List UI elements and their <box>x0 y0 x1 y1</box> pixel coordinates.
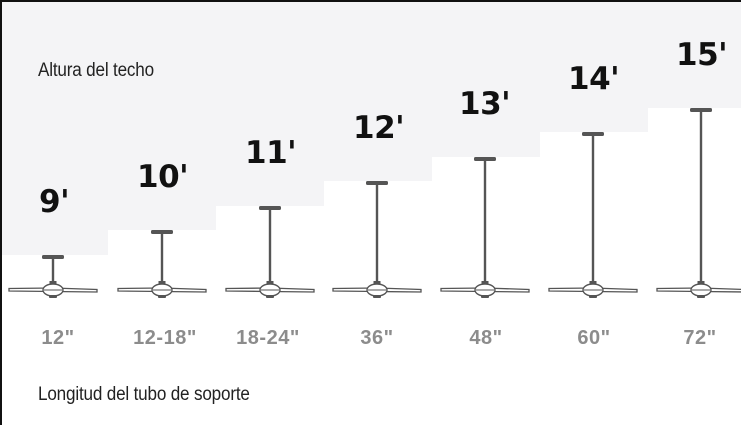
downrod <box>268 210 272 283</box>
coupler <box>481 281 489 285</box>
ceiling-height-value: 12' <box>353 110 405 146</box>
light-cap <box>266 295 274 298</box>
ceiling-height-label: Altura del techo <box>38 60 154 81</box>
downrod <box>483 161 487 283</box>
light-cap <box>49 295 57 298</box>
downrod <box>591 136 595 283</box>
downrod <box>51 259 55 283</box>
downrod-length-value: 48" <box>469 327 503 349</box>
light-cap <box>481 295 489 298</box>
downrod-length-value: 12-18" <box>133 327 197 349</box>
light-cap <box>158 295 166 298</box>
downrod-length-value: 36" <box>360 327 394 349</box>
ceiling-height-value: 9' <box>39 184 70 220</box>
coupler <box>589 281 597 285</box>
downrod <box>699 112 703 283</box>
downrod-length-value: 18-24" <box>236 327 300 349</box>
canopy <box>259 206 281 210</box>
downrod-length-label: Longitud del tubo de soporte <box>38 384 250 405</box>
coupler <box>158 281 166 285</box>
coupler <box>49 281 57 285</box>
ceiling-height-value: 10' <box>137 159 189 195</box>
coupler <box>373 281 381 285</box>
canopy <box>690 108 712 112</box>
canopy <box>474 157 496 161</box>
downrod <box>160 234 164 283</box>
ceiling-height-value: 13' <box>459 86 511 122</box>
light-cap <box>589 295 597 298</box>
downrod-length-value: 72" <box>683 327 717 349</box>
canopy <box>582 132 604 136</box>
ceiling-height-value: 15' <box>676 37 728 73</box>
coupler <box>697 281 705 285</box>
downrod-length-value: 60" <box>577 327 611 349</box>
ceiling-area <box>0 0 741 255</box>
downrod <box>375 185 379 283</box>
canopy <box>366 181 388 185</box>
canopy <box>151 230 173 234</box>
coupler <box>266 281 274 285</box>
ceiling-height-value: 14' <box>568 61 620 97</box>
canopy <box>42 255 64 259</box>
downrod-length-value: 12" <box>41 327 75 349</box>
ceiling-height-value: 11' <box>245 135 297 171</box>
light-cap <box>373 295 381 298</box>
light-cap <box>697 295 705 298</box>
